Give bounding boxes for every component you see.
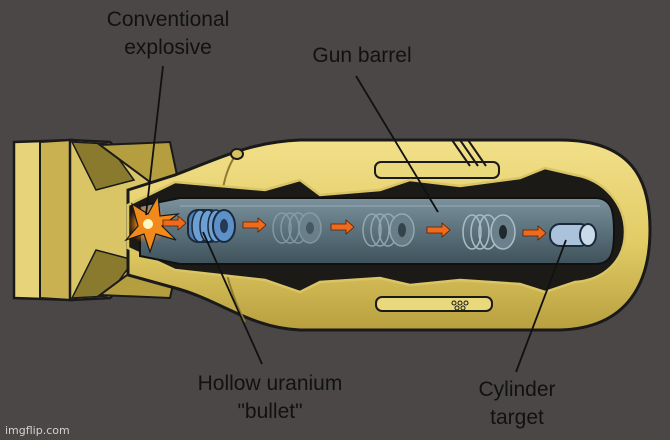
label-line: target <box>490 406 544 429</box>
label-line: explosive <box>124 36 212 59</box>
uranium-bullet <box>187 209 236 243</box>
lug <box>230 148 244 160</box>
bottom-hatch-plate <box>375 296 493 312</box>
leader-target <box>515 239 567 373</box>
gun-barrel <box>139 197 616 265</box>
leader-barrel <box>355 75 439 213</box>
leader-lines <box>145 65 567 373</box>
label-cylinder-target: Cylinder target <box>452 376 582 432</box>
explosion-flash <box>124 194 181 254</box>
bullet-motion-rings-2 <box>362 213 415 247</box>
label-line: Cylinder <box>478 378 556 401</box>
leader-bullet <box>202 231 263 365</box>
motion-arrows <box>162 215 547 241</box>
bullet-motion-rings-3 <box>462 214 516 250</box>
label-conventional-explosive: Conventional explosive <box>88 6 248 62</box>
label-line: Conventional <box>106 8 230 31</box>
label-line: "bullet" <box>237 400 303 423</box>
cylinder-target <box>549 223 597 247</box>
label-line: Hollow uranium <box>197 372 343 395</box>
label-hollow-uranium-bullet: Hollow uranium "bullet" <box>170 370 370 426</box>
watermark: imgflip.com <box>5 424 70 437</box>
label-line: Gun barrel <box>312 44 412 67</box>
leader-explosive <box>145 65 164 216</box>
tail-fins <box>12 138 180 302</box>
bullet-motion-rings-1 <box>272 212 322 244</box>
top-hatch-plate <box>374 139 500 179</box>
label-gun-barrel: Gun barrel <box>292 42 432 70</box>
